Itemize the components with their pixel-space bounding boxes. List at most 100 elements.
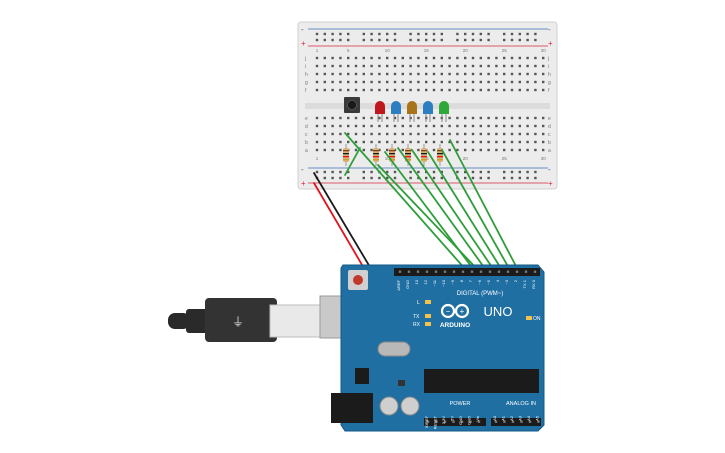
row-letter: e	[548, 116, 551, 122]
analog-header	[491, 418, 541, 426]
pin-label: ~10	[441, 279, 446, 287]
row-letter: g	[548, 80, 551, 86]
rail-plus-label: +	[301, 39, 306, 48]
column-number: 1	[316, 48, 319, 53]
row-letter: f	[548, 88, 550, 94]
row-letter: i	[548, 64, 549, 70]
pin-label: 2	[513, 279, 518, 282]
pin-label: ~5	[486, 279, 491, 284]
row-letter: j	[547, 56, 549, 62]
led-green[interactable]	[439, 101, 449, 122]
wire-green-r4	[427, 151, 503, 271]
pin-label: 12	[423, 279, 428, 284]
l-label: L	[417, 300, 420, 306]
pin-label: ~3	[504, 279, 509, 284]
svg-text:+: +	[460, 307, 465, 316]
pin-label: 13	[414, 279, 419, 284]
pin-label: Vin	[475, 416, 480, 422]
pin-label: A3	[518, 415, 523, 421]
row-letter: c	[305, 132, 308, 138]
on-label: ON	[533, 316, 541, 322]
row-letter: g	[305, 80, 308, 86]
leds	[375, 101, 449, 122]
wire-green-r3	[411, 149, 495, 271]
pin-label: GND	[467, 416, 472, 425]
rail-plus-label-bottom: +	[301, 179, 306, 188]
column-number: 25	[502, 156, 508, 161]
model-label: UNO	[484, 304, 513, 319]
pin-label: 5V	[450, 416, 455, 421]
pin-label: ~9	[450, 279, 455, 284]
led-orange[interactable]	[407, 101, 417, 122]
rail-minus-label: -	[301, 25, 304, 34]
row-letter: h	[305, 72, 308, 78]
column-number: 30	[541, 156, 547, 161]
pin-label: AREF	[396, 279, 401, 290]
digital-label: DIGITAL (PWM~)	[457, 291, 504, 297]
column-number: 5	[347, 48, 350, 53]
pin-label: RESET	[433, 415, 438, 429]
rail-plus-label-bottom-right: +	[548, 179, 553, 188]
rail-minus-label-bottom-right: -	[548, 165, 551, 174]
power-jack	[331, 393, 373, 423]
rail-minus-label-bottom: -	[301, 165, 304, 174]
resistor[interactable]	[373, 144, 379, 166]
reset-button[interactable]	[353, 275, 363, 285]
power-label: POWER	[450, 401, 471, 407]
pin-label: RX 0	[531, 279, 536, 289]
resistor[interactable]	[343, 144, 349, 166]
column-number: 25	[502, 48, 508, 53]
wire-green-button	[344, 132, 467, 271]
pin-label: ~11	[432, 279, 437, 286]
row-letter: f	[305, 88, 307, 94]
row-letter: e	[305, 116, 308, 122]
row-letter: c	[548, 132, 551, 138]
pin-label: A0	[492, 415, 497, 421]
pin-label: IOREF	[424, 415, 429, 428]
column-number: 1	[316, 156, 319, 161]
rail-minus-label-right: -	[548, 25, 551, 34]
pin-label: 7	[468, 279, 473, 282]
pin-label: GND	[458, 416, 463, 425]
pin-label: 4	[495, 279, 500, 282]
wire-green-r5	[441, 149, 511, 271]
voltage-regulator	[355, 368, 369, 384]
brand-label: ARDUINO	[440, 322, 470, 329]
pin-label: A2	[509, 415, 514, 421]
led-blue[interactable]	[423, 101, 433, 122]
resistor[interactable]	[437, 144, 443, 166]
row-letter: b	[305, 140, 308, 146]
row-letter: d	[548, 124, 551, 130]
row-letter: i	[305, 64, 306, 70]
breadboard-holes	[315, 32, 545, 180]
power-header	[424, 418, 486, 426]
resistor[interactable]	[421, 144, 427, 166]
row-letter: j	[304, 56, 306, 62]
push-button[interactable]	[344, 97, 360, 113]
led-red[interactable]	[375, 101, 385, 122]
column-number: 20	[463, 156, 469, 161]
wire-green-r2	[397, 147, 487, 271]
pin-label: TX 1	[522, 279, 527, 288]
pin-label: A5	[535, 415, 540, 421]
wire-green-r6	[449, 139, 519, 271]
pin-label: ~6	[477, 279, 482, 284]
column-number: 10	[385, 156, 391, 161]
capacitor	[400, 396, 420, 416]
tx-label: TX	[413, 314, 420, 320]
rail-plus-label-right: +	[548, 39, 553, 48]
led-blue[interactable]	[391, 101, 401, 122]
capacitor	[379, 396, 399, 416]
row-letter: a	[305, 148, 308, 154]
row-letter: a	[548, 148, 551, 154]
row-letter: h	[548, 72, 551, 78]
arduino-logo: − +	[440, 303, 470, 319]
row-letter: d	[305, 124, 308, 130]
svg-text:−: −	[446, 307, 451, 316]
column-number: 30	[541, 48, 547, 53]
usb-icon: ⏚	[232, 315, 244, 329]
pin-label: A4	[526, 415, 531, 421]
rx-label: RX	[413, 322, 421, 328]
